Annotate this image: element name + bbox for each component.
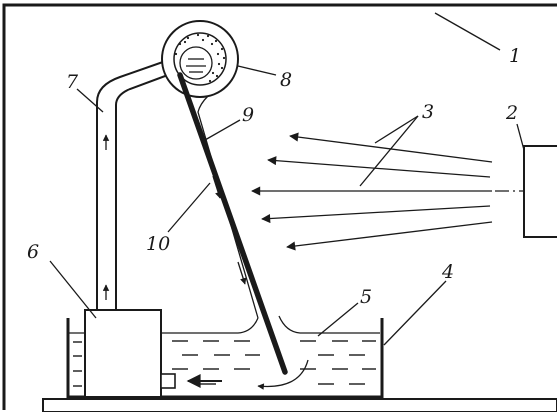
circulation-arrow bbox=[257, 359, 309, 390]
label-4: 4 bbox=[441, 261, 454, 283]
leader-lines bbox=[49, 12, 525, 346]
feed-roller bbox=[161, 20, 239, 98]
label-10: 10 bbox=[146, 233, 170, 255]
inclined-plate bbox=[177, 72, 288, 375]
liquid-film bbox=[197, 95, 259, 319]
liquid-surface bbox=[68, 315, 380, 334]
label-8: 8 bbox=[280, 69, 292, 91]
radiation-rays bbox=[251, 132, 493, 251]
radiation-source bbox=[495, 145, 557, 238]
label-6: 6 bbox=[27, 241, 39, 263]
label-2: 2 bbox=[505, 102, 518, 124]
base-plate bbox=[42, 398, 557, 412]
label-1: 1 bbox=[509, 45, 521, 67]
label-9: 9 bbox=[242, 104, 254, 126]
label-7: 7 bbox=[66, 71, 79, 93]
pump-outlet bbox=[160, 373, 176, 389]
liquid-dashes bbox=[73, 340, 376, 387]
pump-box bbox=[84, 309, 162, 398]
label-3: 3 bbox=[422, 101, 434, 123]
supply-tube bbox=[96, 55, 185, 310]
label-5: 5 bbox=[360, 286, 372, 308]
enclosure-frame bbox=[2, 3, 557, 410]
